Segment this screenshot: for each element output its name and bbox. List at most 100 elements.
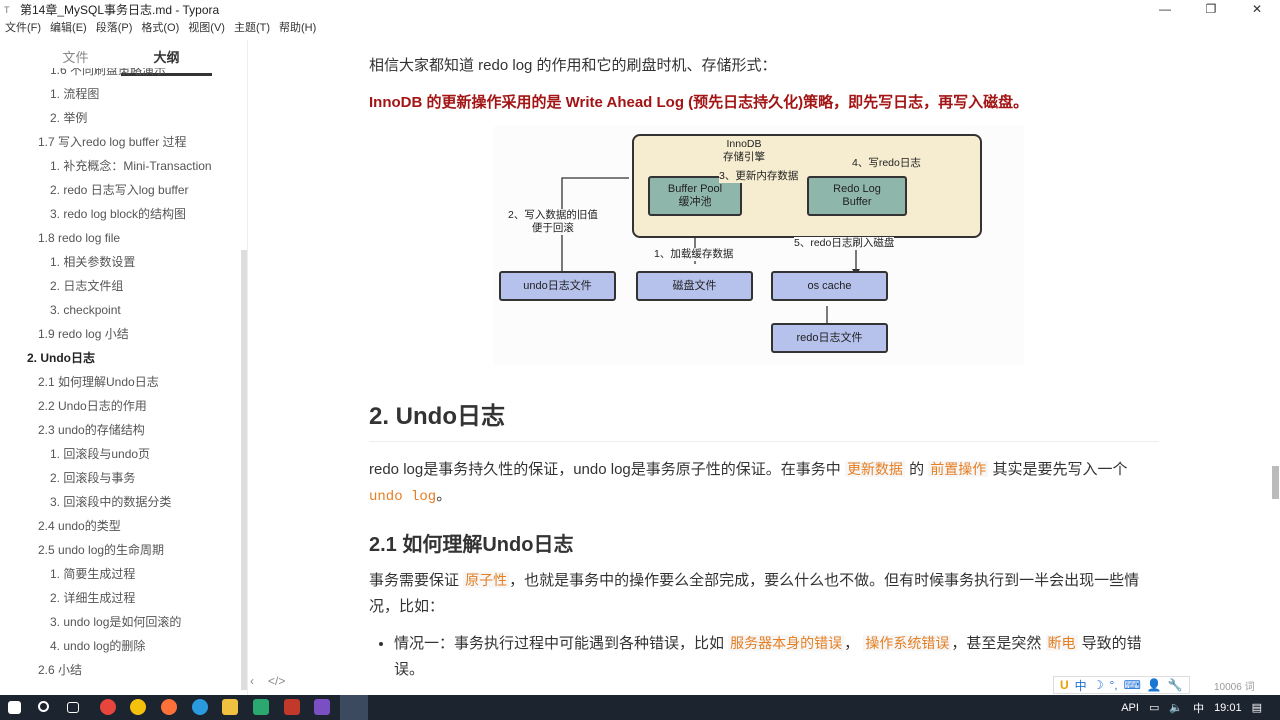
moon-icon[interactable]: ☽ [1092,678,1104,692]
outline-item[interactable]: 2. 日志文件组 [50,279,124,293]
step-2-label: 2、写入数据的旧值 便于回滚 [508,209,598,235]
text: ， [844,635,864,652]
heading-understand-undo: 2.1 如何理解Undo日志 [369,534,574,556]
outline-item[interactable]: 3. undo log是如何回滚的 [50,615,182,629]
app-icon[interactable] [284,699,300,715]
disk-file-box: 磁盘文件 [636,271,753,301]
window-title: 第14章_MySQL事务日志.md - Typora [20,3,220,17]
menu-paragraph[interactable]: 段落(P) [95,22,133,34]
paragraph: 事务需要保证 原子性，也就是事务中的操作要么全部完成，要么什么也不做。但有时候事… [369,567,1159,620]
editor-scrollbar[interactable] [1272,466,1279,499]
outline-item[interactable]: 2. Undo日志 [27,351,95,365]
user-icon[interactable]: 👤 [1146,678,1162,692]
outline-item[interactable]: 1.6 不同刷盘策略演示 [50,68,167,77]
undo-file-box: undo日志文件 [499,271,616,301]
outline-item[interactable]: 1. 相关参数设置 [50,255,136,269]
outline-item[interactable]: 1. 回滚段与undo页 [50,447,151,461]
redo-log-diagram: InnoDB 存储引擎 Buffer Pool 缓冲池 Redo Log Buf… [494,126,1024,366]
text: 。 [436,487,452,504]
outline-item[interactable]: 2.4 undo的类型 [38,519,121,533]
outline-item[interactable]: 1. 流程图 [50,87,100,101]
maximize-button[interactable]: ❐ [1205,2,1217,16]
outline-list: 1.6 不同刷盘策略演示 1. 流程图 2. 举例 1.7 写入redo log bu… [0,68,240,682]
text: 的 [904,461,929,478]
visual-studio-icon[interactable] [314,699,330,715]
outline-item[interactable]: 3. 回滚段中的数据分类 [50,495,172,509]
windows-start-icon[interactable] [8,701,21,714]
text: redo log是事务持久性的保证，undo log是事务原子性的保证。在事务中 [369,461,845,478]
task-view-icon[interactable] [67,702,79,713]
tray-api[interactable]: API [1121,701,1139,714]
taskbar: API ▭ 🔈 中 19:01 ▤ [0,695,1280,720]
tab-files[interactable]: 文件 [62,50,89,65]
typora-icon: T [4,4,10,15]
ime-toolbar[interactable]: U 中 ☽ °, ⌨ 👤 🔧 [1053,676,1190,694]
ime-indicator[interactable]: 中 [1193,702,1205,715]
menu-edit[interactable]: 编辑(E) [50,22,87,34]
text: 事务需要保证 [369,572,464,589]
paragraph: redo log是事务持久性的保证，undo log是事务原子性的保证。在事务中… [369,456,1159,510]
app-icon[interactable] [253,699,269,715]
inline-code: 断电 [1045,635,1078,651]
paragraph-bold: InnoDB 的更新操作采用的是 Write Ahead Log (预先日志持久… [369,94,1029,111]
paragraph: 相信大家都知道 redo log 的作用和它的刷盘时机、存储形式： [369,57,777,74]
outline-item[interactable]: 1.7 写入redo log buffer 过程 [38,135,187,149]
clock[interactable]: 19:01 [1214,701,1242,714]
outline-item[interactable]: 1. 补充概念：Mini-Transaction [50,159,212,173]
outline-item[interactable]: 2.6 小结 [38,663,83,677]
back-button[interactable]: ‹ [250,674,254,688]
inline-code: 前置操作 [928,461,989,477]
os-cache-box: os cache [771,271,888,301]
inline-code: 操作系统错误 [863,635,952,651]
text: 情况一：事务执行过程中可能遇到各种错误，比如 [394,635,729,652]
outline-item[interactable]: 2. 举例 [50,111,88,125]
inline-code: undo log [369,489,437,505]
outline-item[interactable]: 4. undo log的删除 [50,639,146,653]
step-4-label: 4、写redo日志 [852,157,921,170]
notification-icon[interactable]: ▤ [1251,702,1262,714]
folder-icon[interactable] [222,699,238,715]
sidebar: 文件 大纲 1.6 不同刷盘策略演示 1. 流程图 2. 举例 1.7 写入redo … [0,40,248,695]
word-count[interactable]: 10006 词 [1214,682,1255,693]
outline-item[interactable]: 2.2 Undo日志的作用 [38,399,147,413]
outline-item[interactable]: 3. redo log block的结构图 [50,207,187,221]
editor[interactable]: 相信大家都知道 redo log 的作用和它的刷盘时机、存储形式： InnoDB… [369,40,1159,683]
menu-help[interactable]: 帮助(H) [279,22,317,34]
outline-item[interactable]: 2.1 如何理解Undo日志 [38,375,159,389]
wrench-icon[interactable]: 🔧 [1167,678,1183,692]
inline-code: 服务器本身的错误 [728,635,845,651]
outline-item[interactable]: 1.9 redo log 小结 [38,327,129,341]
chrome-icon[interactable] [100,699,116,715]
minimize-button[interactable]: — [1159,2,1171,16]
outline-item[interactable]: 1.8 redo log file [38,231,121,245]
inline-code: 原子性 [463,572,510,588]
edge-icon[interactable] [192,699,208,715]
sidebar-scrollbar[interactable] [241,250,247,690]
outline-item[interactable]: 1. 简要生成过程 [50,567,136,581]
menu-theme[interactable]: 主题(T) [233,22,270,34]
volume-icon[interactable]: 🔈 [1169,702,1184,714]
menu-file[interactable]: 文件(F) [5,22,42,34]
step-5-label: 5、redo日志刷入磁盘 [794,237,895,250]
menu-format[interactable]: 格式(O) [141,22,180,34]
search-icon[interactable] [38,701,49,712]
inline-code: 更新数据 [844,461,905,477]
keyboard-icon[interactable]: ⌨ [1123,678,1141,692]
typora-taskbar-icon[interactable] [340,695,368,720]
tab-outline[interactable]: 大纲 [121,40,212,76]
outline-item[interactable]: 2.3 undo的存储结构 [38,423,145,437]
firefox-icon[interactable] [161,699,177,715]
chrome-icon-2[interactable] [130,699,146,715]
step-1-label: 1、加载缓存数据 [654,248,734,261]
outline-item[interactable]: 2. redo 日志写入log buffer [50,183,189,197]
ime-lang-icon[interactable]: 中 [1074,678,1087,693]
outline-item[interactable]: 2. 详细生成过程 [50,591,136,605]
outline-item[interactable]: 2. 回滚段与事务 [50,471,136,485]
punctuation-icon[interactable]: °, [1109,678,1118,692]
menu-view[interactable]: 视图(V) [188,22,225,34]
outline-item[interactable]: 2.5 undo log的生命周期 [38,543,165,557]
source-code-mode-button[interactable]: </> [268,674,286,688]
close-button[interactable]: ✕ [1251,2,1263,16]
network-icon[interactable]: ▭ [1148,702,1160,714]
outline-item[interactable]: 3. checkpoint [50,303,121,317]
